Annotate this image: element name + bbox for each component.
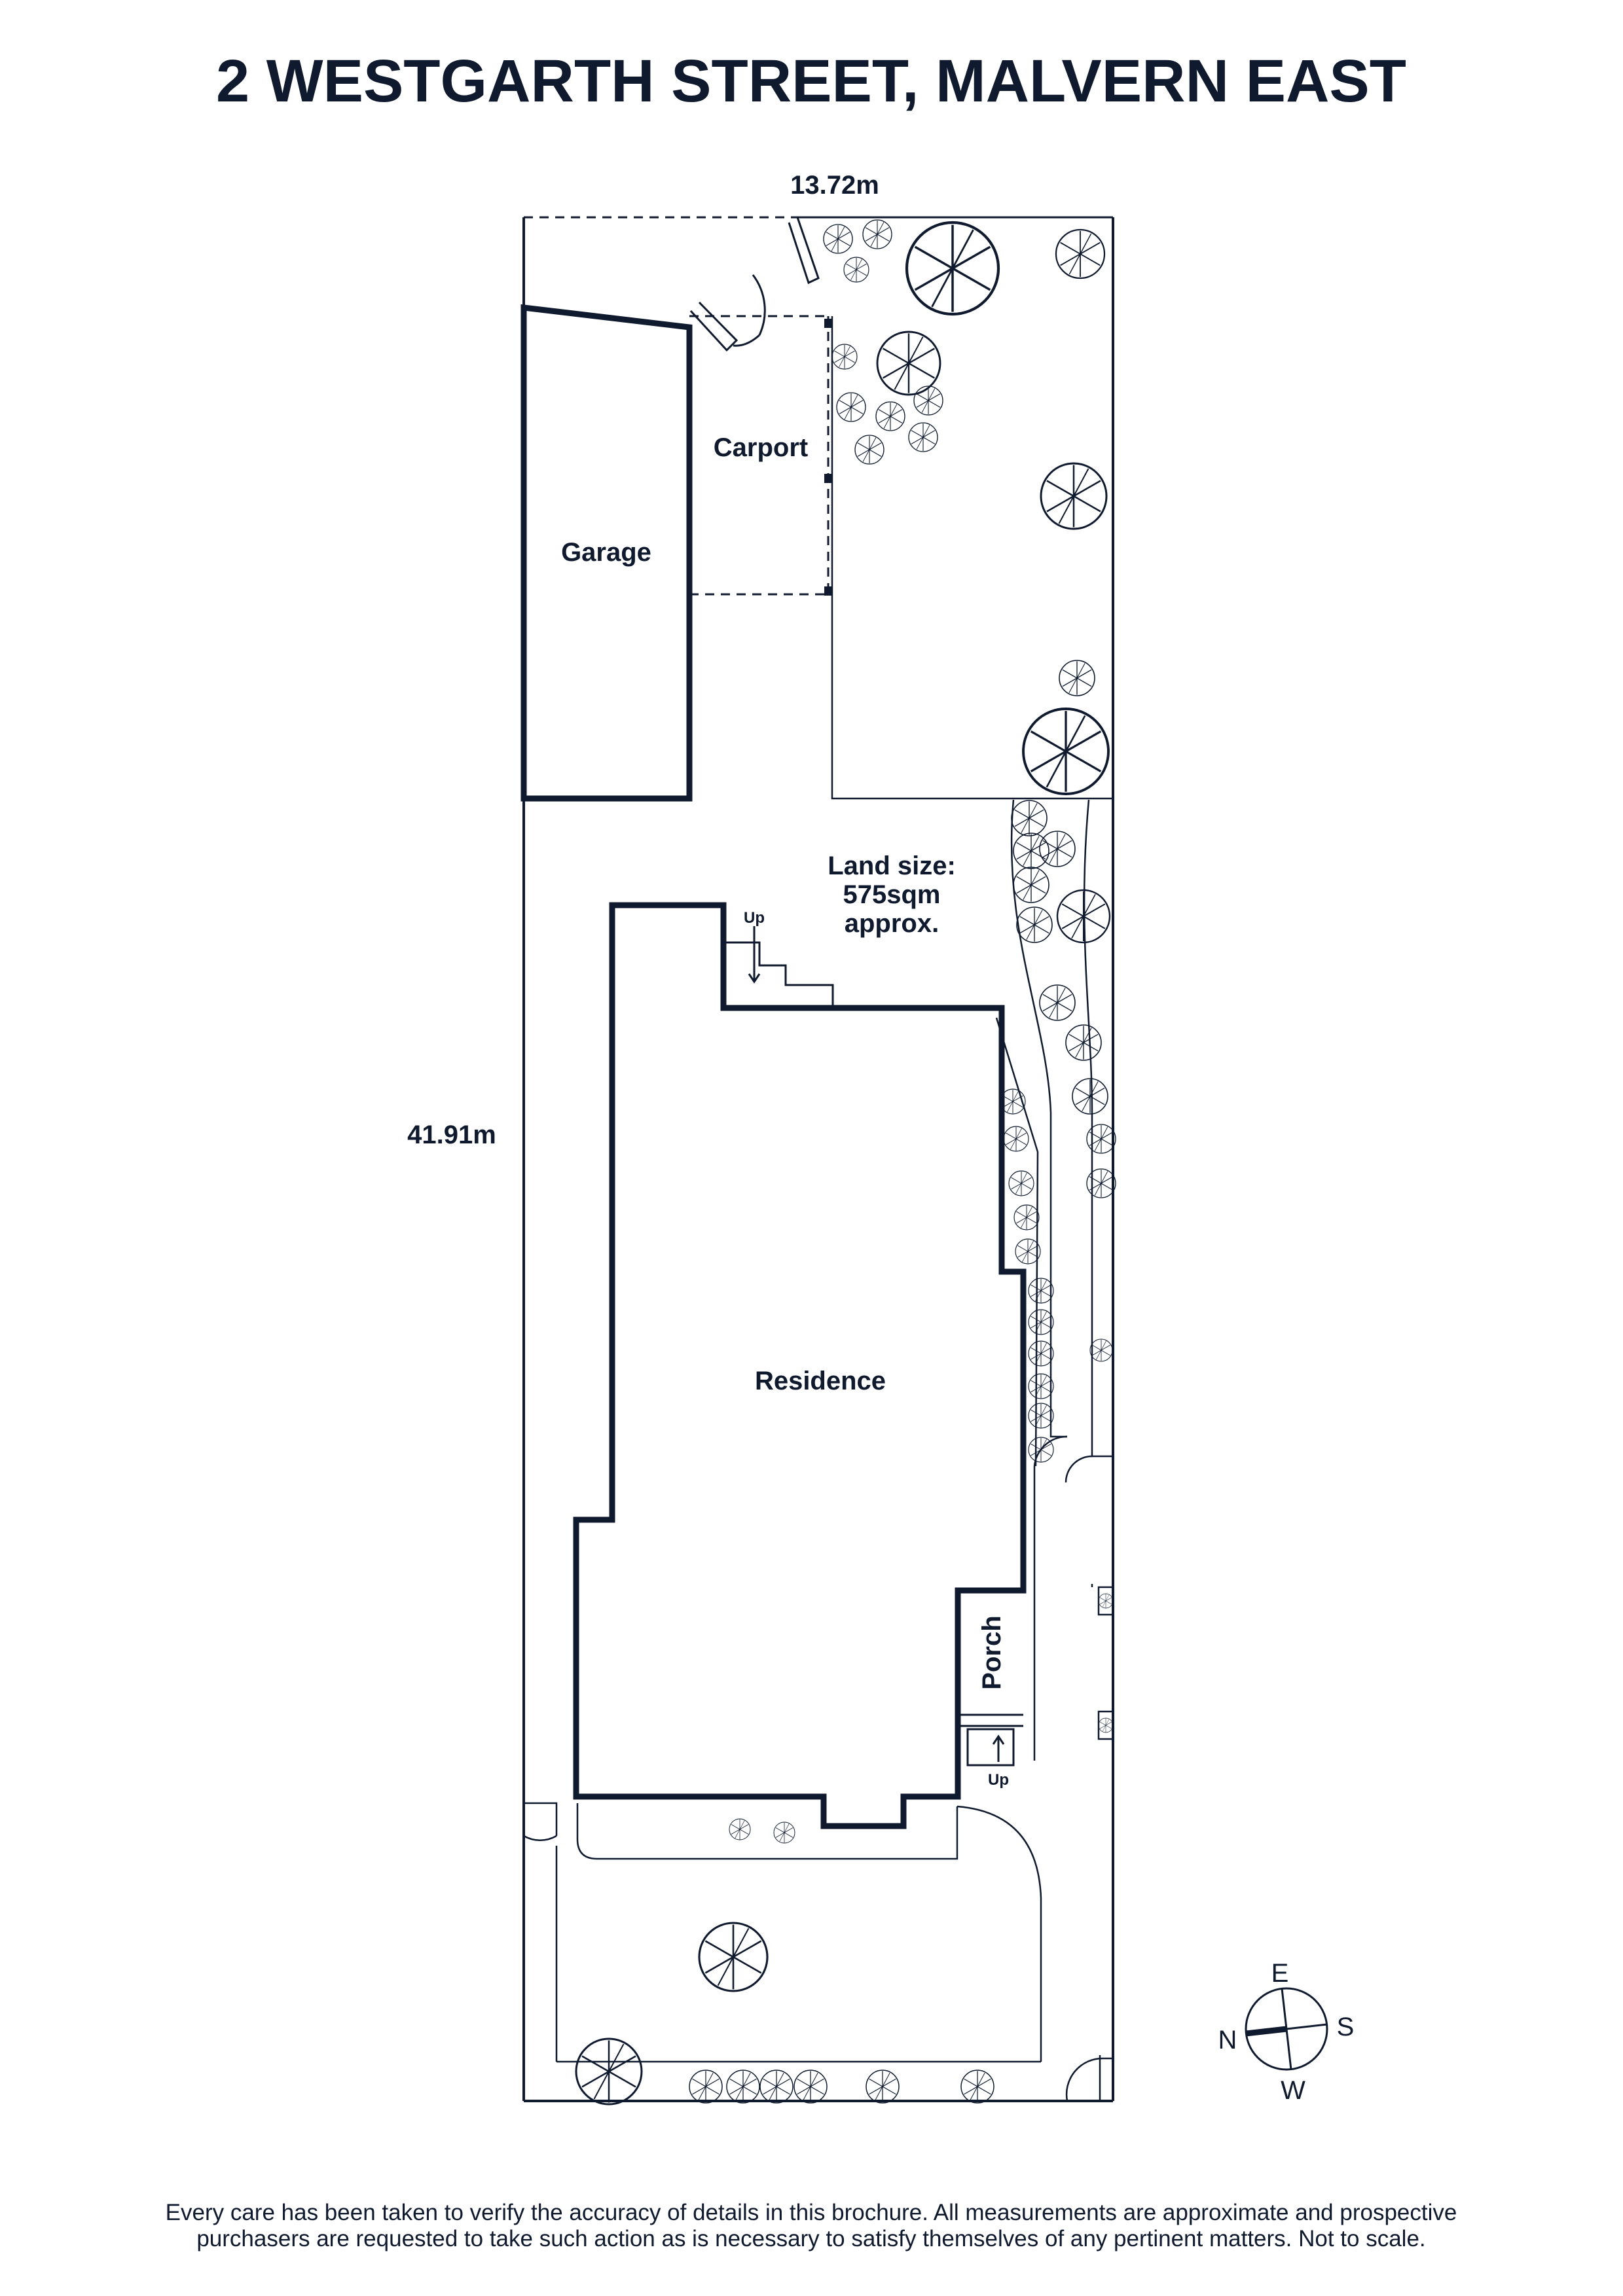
stairs-up-label-front: Up (988, 1771, 1009, 1789)
tree-icon (1022, 708, 1110, 795)
tree-icon (866, 2070, 900, 2104)
carport (689, 315, 830, 596)
tree-icon (831, 344, 858, 370)
tree-icon (876, 331, 941, 396)
length-dimension: 41.91m (407, 1121, 496, 1149)
tree-icon (1028, 1309, 1054, 1335)
tree-icon (759, 2070, 793, 2104)
garden-outlines (523, 316, 1114, 2102)
tree-icon (1072, 1078, 1108, 1115)
tree-icon (1086, 1168, 1116, 1198)
tree-icon (1011, 800, 1048, 836)
garage (520, 304, 693, 802)
tree-icon (698, 1922, 769, 1992)
tree-icon (1003, 1126, 1029, 1152)
compass-south: S (1337, 2013, 1355, 2041)
width-dimension: 13.72m (790, 171, 879, 200)
tree-icon (1039, 831, 1076, 867)
tree-icon (913, 386, 943, 416)
porch-label: Porch (977, 1615, 1006, 1689)
tree-icon (689, 2070, 723, 2104)
tree-icon (960, 2070, 994, 2104)
tree-icon (1028, 1373, 1054, 1399)
tree-icon (1028, 1437, 1054, 1463)
compass-east: E (1271, 1959, 1289, 1988)
tree-icon (575, 2037, 643, 2106)
compass: E S W N (1218, 1959, 1355, 2105)
tree-icon (1013, 1204, 1040, 1230)
tree-icon (908, 422, 938, 452)
tree-icon (1065, 1024, 1102, 1061)
land-size-note: approx. (845, 909, 939, 938)
tree-icon (1098, 1593, 1114, 1609)
tree-icon (1086, 1124, 1116, 1154)
residence (573, 902, 1027, 1829)
front-gate (689, 217, 820, 352)
tree-icon (843, 257, 869, 283)
trees (575, 219, 1116, 2106)
tree-icon (726, 2070, 760, 2104)
land-size-label: Land size: (828, 852, 956, 880)
tree-icon (1059, 660, 1095, 696)
garage-label: Garage (561, 538, 651, 567)
tree-icon (854, 435, 884, 465)
porch (960, 1713, 1023, 1767)
compass-west: W (1281, 2076, 1305, 2105)
disclaimer-line-1: Every care has been taken to verify the … (166, 2200, 1457, 2225)
tree-icon (1028, 1278, 1054, 1304)
tree-icon (793, 2070, 828, 2104)
disclaimer-line-2: purchasers are requested to take such ac… (196, 2226, 1425, 2251)
land-size-value: 575sqm (843, 880, 941, 909)
tree-icon (875, 401, 905, 431)
tree-icon (1028, 1403, 1054, 1429)
tree-icon (1008, 1170, 1034, 1196)
tree-icon (836, 392, 866, 422)
tree-icon (1098, 1717, 1114, 1733)
tree-icon (1040, 462, 1108, 530)
carport-posts (824, 319, 832, 596)
tree-icon (773, 1821, 795, 1844)
tree-icon (1089, 1338, 1113, 1362)
tree-icon (1039, 984, 1076, 1021)
stairs-up-label-rear: Up (744, 909, 765, 927)
rear-stairs (723, 926, 834, 1008)
tree-icon (1016, 906, 1053, 943)
tree-icon (1013, 867, 1049, 903)
tree-icon (1055, 228, 1106, 279)
tree-icon (862, 219, 892, 249)
tree-icon (907, 223, 998, 314)
front-stairs (992, 1734, 1005, 1762)
tree-icon (1056, 889, 1111, 944)
page-title: 2 WESTGARTH STREET, MALVERN EAST (216, 48, 1406, 115)
residence-label: Residence (755, 1367, 886, 1395)
tree-icon (1028, 1340, 1054, 1367)
tree-icon (823, 224, 853, 254)
carport-label: Carport (714, 433, 808, 462)
compass-north: N (1218, 2026, 1237, 2054)
tree-icon (729, 1818, 751, 1840)
